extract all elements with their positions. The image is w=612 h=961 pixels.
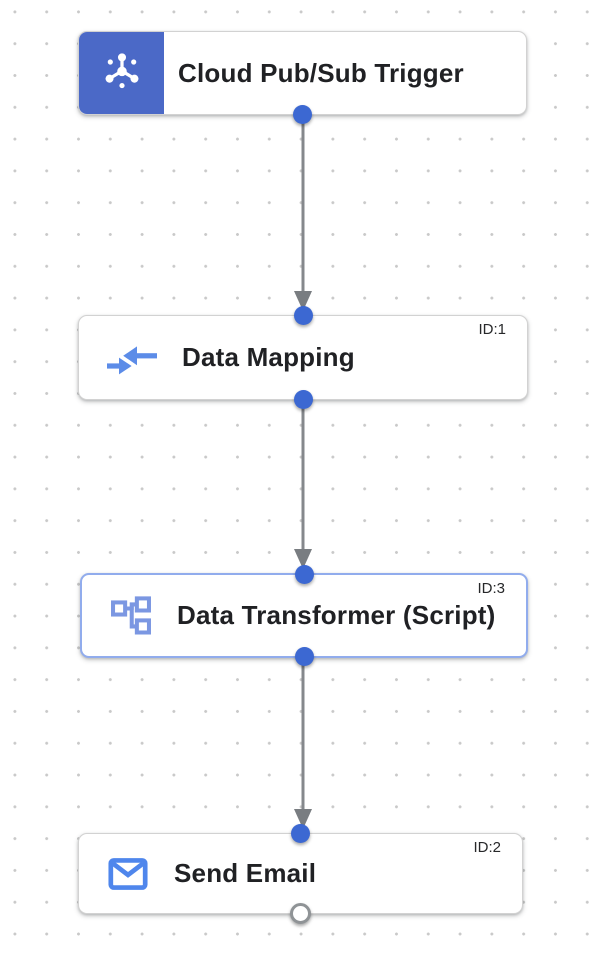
send-email-icon	[106, 855, 150, 893]
trigger-icon-block	[79, 32, 164, 114]
edge-trigger-to-datamapping[interactable]	[292, 115, 314, 315]
data-mapping-icon	[106, 341, 158, 375]
output-port-connected[interactable]	[293, 105, 312, 124]
pubsub-trigger-icon	[99, 48, 145, 99]
edge-transformer-to-sendemail[interactable]	[292, 658, 314, 833]
node-id-badge: ID:2	[473, 839, 501, 856]
node-title: Data Mapping	[182, 342, 355, 372]
node-title: Send Email	[174, 858, 317, 888]
node-id-badge: ID:3	[477, 580, 505, 597]
input-port-connected[interactable]	[293, 306, 313, 325]
node-data-transformer-script[interactable]: ID:3 Data Transformer (Script)	[80, 565, 528, 666]
node-id-badge: ID:1	[478, 321, 506, 338]
node-cloud-pubsub-trigger[interactable]: Cloud Pub/Sub Trigger	[78, 31, 527, 124]
node-title: Data Transformer (Script)	[177, 600, 496, 630]
node-send-email[interactable]: ID:2 Send Email	[78, 824, 523, 924]
node-data-mapping[interactable]: ID:1 Data Mapping	[78, 306, 528, 409]
output-port-connected[interactable]	[293, 390, 313, 409]
output-port-empty[interactable]	[290, 903, 311, 924]
output-port-connected[interactable]	[294, 647, 314, 666]
node-title: Cloud Pub/Sub Trigger	[178, 57, 464, 88]
data-transformer-icon	[109, 594, 153, 638]
edge-datamapping-to-transformer[interactable]	[292, 400, 314, 573]
input-port-connected[interactable]	[291, 824, 310, 843]
input-port-connected[interactable]	[294, 565, 314, 584]
